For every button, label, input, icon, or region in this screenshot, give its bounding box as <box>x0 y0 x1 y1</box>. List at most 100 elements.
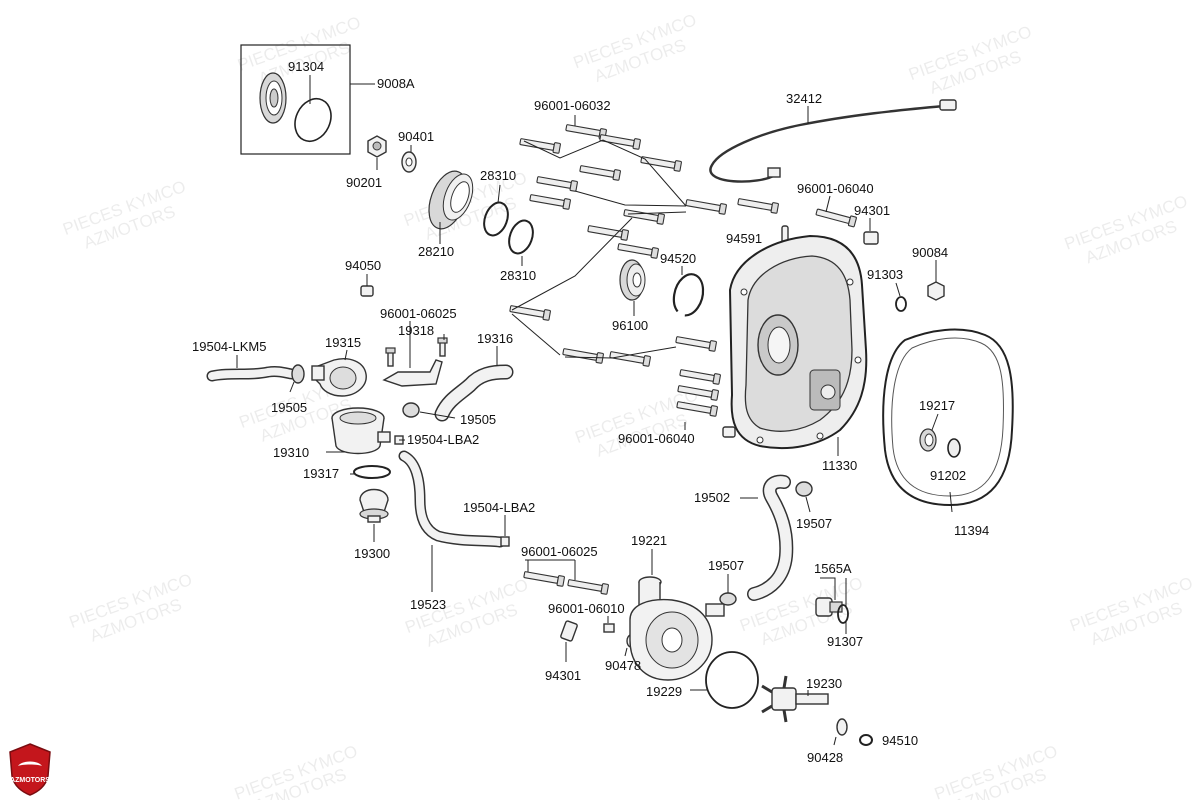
label-96100[interactable]: 96100 <box>612 318 648 333</box>
label-11330[interactable]: 11330 <box>822 458 857 473</box>
o-ring-9008a <box>294 98 332 142</box>
clamp-19505-right <box>402 402 420 418</box>
thermostat-19300-drawing <box>359 488 389 523</box>
clamp-19505-left <box>291 364 305 384</box>
label-19504-lba2-a[interactable]: 19504-LBA2 <box>407 432 479 447</box>
label-94050[interactable]: 94050 <box>345 258 381 273</box>
label-19523[interactable]: 19523 <box>410 597 446 612</box>
bracket-19318-drawing <box>382 359 443 387</box>
label-19504-lkm5[interactable]: 19504-LKM5 <box>192 339 266 354</box>
hose-19502-drawing <box>747 474 794 601</box>
label-94301-top[interactable]: 94301 <box>854 203 890 218</box>
label-32412[interactable]: 32412 <box>786 91 822 106</box>
crankcase-cover-11330-drawing <box>728 234 868 450</box>
label-90201[interactable]: 90201 <box>346 175 382 190</box>
label-90478[interactable]: 90478 <box>605 658 641 673</box>
label-19310[interactable]: 19310 <box>273 445 309 460</box>
circlip-94520 <box>672 273 705 317</box>
label-28210[interactable]: 28210 <box>418 244 454 259</box>
label-19300[interactable]: 19300 <box>354 546 390 561</box>
water-pump-cover-19221-drawing <box>629 576 725 681</box>
thermostat-housing-19310-drawing <box>331 407 391 455</box>
seal-91304-drawing <box>259 72 287 124</box>
label-19505-right[interactable]: 19505 <box>460 412 496 427</box>
label-19505-left[interactable]: 19505 <box>271 400 307 415</box>
label-19317[interactable]: 19317 <box>303 466 339 481</box>
label-11394[interactable]: 11394 <box>954 523 989 538</box>
bolt-19318 <box>437 337 448 357</box>
label-94520[interactable]: 94520 <box>660 251 696 266</box>
clamp-19507-hose <box>795 481 813 497</box>
o-ring-19229 <box>705 651 759 709</box>
label-9008a[interactable]: 9008A <box>377 76 415 91</box>
part-labels: 91304 9008A 90401 90201 28310 28310 2821… <box>192 59 989 765</box>
bolt-group-96001-06032 <box>518 122 683 210</box>
dowel-94301-cover <box>722 426 736 438</box>
label-19507-hose[interactable]: 19507 <box>796 516 832 531</box>
wire-32412-drawing <box>709 99 957 183</box>
label-96001-06040[interactable]: 96001-06040 <box>618 431 695 446</box>
label-19507-pump[interactable]: 19507 <box>708 558 744 573</box>
thermostat-cover-19315-drawing <box>311 358 367 397</box>
label-19217[interactable]: 19217 <box>919 398 955 413</box>
bolt-96001-06025-thermo <box>385 347 396 367</box>
label-28310-b[interactable]: 28310 <box>500 268 536 283</box>
label-19318[interactable]: 19318 <box>398 323 434 338</box>
clip-94510 <box>859 734 873 746</box>
label-91202[interactable]: 91202 <box>930 468 966 483</box>
label-96001-06032[interactable]: 96001-06032 <box>534 98 611 113</box>
kit-box-9008a <box>240 44 351 155</box>
nut-90201-drawing <box>367 135 387 158</box>
dowel-94301-pump <box>560 620 578 642</box>
bolt-96001-06040-top <box>814 206 858 228</box>
o-ring-91303 <box>895 296 907 312</box>
watermark-layer: PIECES KYMCO AZMOTORS PIECES KYMCO AZMOT… <box>60 10 1195 800</box>
label-96001-06025-thermo[interactable]: 96001-06025 <box>380 306 457 321</box>
label-96001-06040-top[interactable]: 96001-06040 <box>797 181 874 196</box>
hose-19523-drawing <box>398 450 506 548</box>
label-94510[interactable]: 94510 <box>882 733 918 748</box>
bearing-96100-drawing <box>619 259 646 301</box>
label-91304[interactable]: 91304 <box>288 59 324 74</box>
logo-text: AZMOTORS <box>10 777 50 784</box>
gasket-11394 <box>882 328 1014 507</box>
o-ring-28310-a <box>483 201 509 237</box>
dowel-94301-top <box>863 231 879 245</box>
clamp-19504-lba2-b <box>500 536 510 547</box>
label-28310-a[interactable]: 28310 <box>480 168 516 183</box>
label-90428[interactable]: 90428 <box>807 750 843 765</box>
seal-91202 <box>947 438 961 458</box>
label-19316[interactable]: 19316 <box>477 331 513 346</box>
label-94301-pump[interactable]: 94301 <box>545 668 581 683</box>
sensor-1565a-drawing <box>815 597 843 617</box>
plug-90084-drawing <box>927 281 945 301</box>
plug-94050-drawing <box>360 285 374 297</box>
hose-19504-lkm5-drawing <box>206 365 298 382</box>
label-19230[interactable]: 19230 <box>806 676 842 691</box>
label-19229[interactable]: 19229 <box>646 684 682 699</box>
gasket-19317 <box>353 465 391 479</box>
bolt-group-96001-06025-pump <box>522 569 610 595</box>
label-91303[interactable]: 91303 <box>867 267 903 282</box>
impeller-19230-drawing <box>761 675 829 723</box>
o-ring-91307 <box>837 604 849 624</box>
label-19221[interactable]: 19221 <box>631 533 667 548</box>
washer-90428 <box>836 718 848 736</box>
label-96001-06010[interactable]: 96001-06010 <box>548 601 625 616</box>
azmotors-logo: AZMOTORS <box>9 743 51 796</box>
label-1565a[interactable]: 1565A <box>814 561 852 576</box>
label-19504-lba2-b[interactable]: 19504-LBA2 <box>463 500 535 515</box>
label-90084[interactable]: 90084 <box>912 245 948 260</box>
o-ring-28310-b <box>508 219 534 255</box>
label-94591[interactable]: 94591 <box>726 231 762 246</box>
seal-28210-drawing <box>428 170 474 230</box>
washer-90401-drawing <box>401 151 417 173</box>
label-19502[interactable]: 19502 <box>694 490 730 505</box>
label-90401[interactable]: 90401 <box>398 129 434 144</box>
label-19315[interactable]: 19315 <box>325 335 361 350</box>
hose-19316-drawing <box>434 364 514 422</box>
clamp-19507-pump <box>719 592 737 606</box>
label-91307[interactable]: 91307 <box>827 634 863 649</box>
label-96001-06025-pump[interactable]: 96001-06025 <box>521 544 598 559</box>
